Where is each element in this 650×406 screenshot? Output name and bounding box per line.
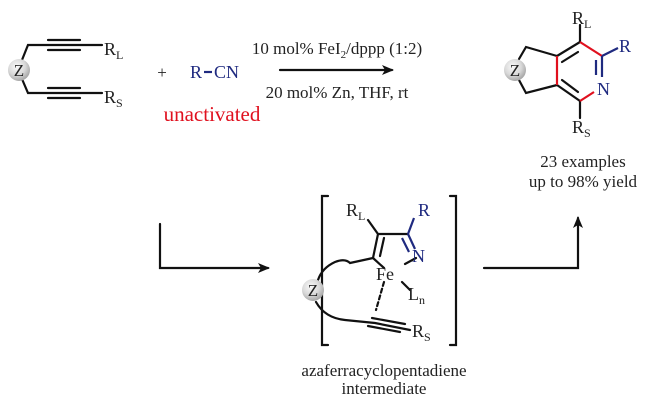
conditions-line2: 20 mol% Zn, THF, rt (266, 83, 409, 102)
n-label: N (597, 79, 610, 99)
rl-label: RL (346, 200, 365, 223)
pyridine-product: Z RL R N RS 23 examples up to 98% yield (504, 8, 638, 191)
plus-sign: + (157, 63, 167, 82)
nitrile-r: R (190, 62, 202, 82)
alkyne-coordination-dash (374, 280, 386, 312)
rs-label: RS (412, 321, 431, 344)
to-product-arrow (482, 216, 583, 270)
ln-label: Ln (408, 284, 425, 307)
z-label: Z (14, 61, 24, 80)
r-label: R (619, 36, 631, 56)
rl-label: RL (104, 39, 123, 62)
z-tether-ball (504, 59, 526, 81)
yield-range: up to 98% yield (529, 172, 638, 191)
rs-label: RS (104, 87, 123, 110)
examples-count: 23 examples (540, 152, 625, 171)
conditions-line1: 10 mol% FeI2/dppp (1:2) (252, 39, 422, 61)
z-label: Z (308, 281, 318, 300)
z-label: Z (510, 61, 520, 80)
unactivated-label: unactivated (164, 102, 261, 126)
intermediate-complex: Z RL R N Fe Ln RS azaferracyclopentadien… (301, 194, 467, 398)
rs-label: RS (572, 117, 591, 140)
n-label: N (412, 246, 425, 266)
intermediate-caption: intermediate (342, 379, 427, 398)
fe-label: Fe (376, 264, 394, 284)
rl-label: RL (572, 8, 591, 31)
nitrile-cn: CN (214, 62, 239, 82)
to-intermediate-arrow (158, 222, 270, 273)
z-tether-ball (8, 59, 30, 81)
right-bracket (448, 194, 458, 347)
z-tether-ball (302, 279, 324, 301)
diyne-reactant: Z RL RS (8, 38, 123, 110)
intermediate-name: azaferracyclopentadiene (301, 361, 466, 380)
r-label: R (418, 200, 430, 220)
nitrile-reactant: R CN unactivated (164, 62, 261, 126)
